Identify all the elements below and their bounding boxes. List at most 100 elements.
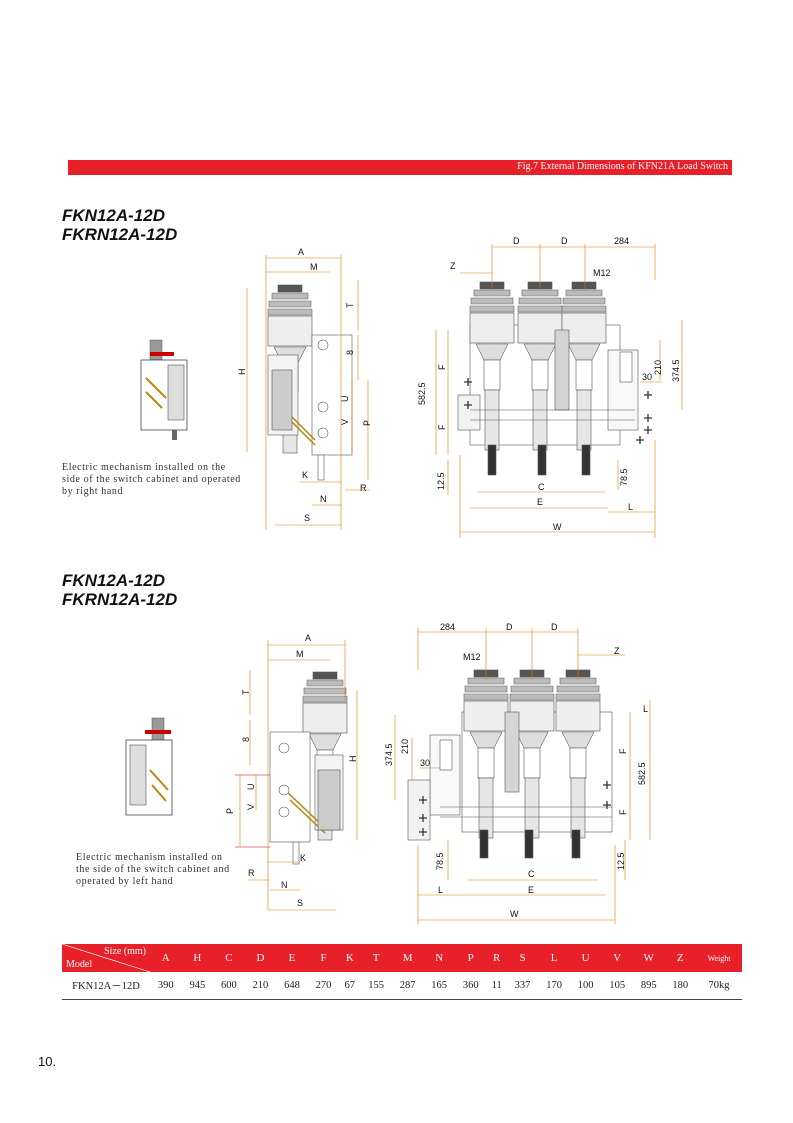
drawing2-front-dim-lines: [394, 628, 651, 924]
dim-M: M: [310, 262, 318, 272]
cell-D: 210: [244, 972, 277, 1000]
dim2-Z: Z: [614, 646, 620, 656]
drawing1-front-labels: D D 284 Z M12 F 582.5 F 210 374.5 30 12.…: [417, 236, 681, 532]
technical-drawings: A M T 8 H U V P K R N S: [125, 236, 683, 924]
col-header-E: E: [276, 944, 308, 972]
dim-S: S: [304, 513, 310, 523]
dim2-K: K: [300, 853, 306, 863]
section1-title: FKN12A-12D FKRN12A-12D: [62, 206, 178, 244]
dim-N: N: [320, 494, 327, 504]
dim-582-5: 582.5: [417, 382, 427, 405]
dim-V: V: [340, 419, 350, 425]
dim-284: 284: [614, 236, 629, 246]
dim-Z: Z: [450, 261, 456, 271]
dim2-E: E: [528, 885, 534, 895]
col-header-S: S: [506, 944, 539, 972]
cell-E: 648: [276, 972, 308, 1000]
dim2-12-5: 12.5: [616, 852, 626, 870]
col-header-M: M: [391, 944, 424, 972]
dim-D2: D: [561, 236, 568, 246]
dim2-L-top: L: [643, 704, 648, 714]
cell-W: 895: [632, 972, 665, 1000]
dim2-N: N: [281, 880, 288, 890]
cell-T: 155: [360, 972, 392, 1000]
col-header-Z: Z: [664, 944, 697, 972]
dim2-210: 210: [400, 739, 410, 754]
drawing1-small-view: [140, 339, 188, 440]
dim-W: W: [553, 522, 562, 532]
cell-M: 287: [391, 972, 424, 1000]
col-header-U: U: [569, 944, 602, 972]
dim2-T: T: [241, 689, 251, 695]
dim2-D2: D: [551, 622, 558, 632]
dim2-582-5: 582.5: [637, 762, 647, 785]
cell-R: 11: [486, 972, 507, 1000]
dim2-M12: M12: [463, 652, 481, 662]
dim2-F1: F: [618, 748, 628, 754]
col-header-K: K: [339, 944, 361, 972]
dim2-A: A: [305, 633, 311, 643]
cell-N: 165: [423, 972, 455, 1000]
col-header-T: T: [360, 944, 392, 972]
dim2-S: S: [297, 898, 303, 908]
drawing2-side-view: [235, 671, 348, 865]
dim-C: C: [538, 482, 545, 492]
dimensions-table: Size (mm) Model A H C D E F K T M N P R …: [62, 944, 742, 1000]
cell-F: 270: [307, 972, 340, 1000]
drawing2-front-labels: 284 D D M12 Z L 374.5 210 30 F 582.5 F 7…: [384, 622, 648, 919]
dim2-374-5: 374.5: [384, 743, 394, 766]
cell-weight: 70kg: [696, 972, 742, 1000]
corner-model-label: Model: [66, 959, 93, 970]
drawing1-front-dim-lines: [435, 244, 683, 538]
col-header-V: V: [601, 944, 633, 972]
dim2-D1: D: [506, 622, 513, 632]
col-header-D: D: [244, 944, 277, 972]
cell-C: 600: [213, 972, 245, 1000]
drawing2-side-labels: A M T 8 H U P V K R N S: [225, 633, 358, 908]
table-corner-cell: Size (mm) Model: [62, 944, 150, 972]
drawing1-side-dim-lines: [246, 255, 370, 530]
dim2-R: R: [248, 868, 255, 878]
dim-F2: F: [437, 424, 447, 430]
col-header-P: P: [454, 944, 487, 972]
dim2-284: 284: [440, 622, 455, 632]
dim2-F2: F: [618, 809, 628, 815]
dim2-W: W: [510, 909, 519, 919]
dim2-M: M: [296, 649, 304, 659]
drawing1-front-view: [457, 281, 639, 476]
dim-374-5: 374.5: [671, 359, 681, 382]
drawing2-front-view: [407, 669, 613, 859]
col-header-A: A: [150, 944, 182, 972]
table-header-row: Size (mm) Model A H C D E F K T M N P R …: [62, 944, 742, 972]
col-header-N: N: [423, 944, 455, 972]
dim2-V: V: [246, 804, 256, 810]
col-header-F: F: [307, 944, 340, 972]
col-header-L: L: [538, 944, 570, 972]
dim2-H: H: [348, 756, 358, 763]
cell-L: 170: [538, 972, 570, 1000]
dim-H: H: [237, 369, 247, 376]
dim-M12: M12: [593, 268, 611, 278]
cell-U: 100: [569, 972, 602, 1000]
col-header-H: H: [181, 944, 214, 972]
dim-K: K: [302, 470, 308, 480]
section2-title: FKN12A-12D FKRN12A-12D: [62, 571, 178, 609]
corner-diagonal: [62, 944, 150, 972]
dim2-C: C: [528, 869, 535, 879]
drawing2-small-view: [125, 717, 173, 816]
dim-F1: F: [437, 364, 447, 370]
dim2-78-5: 78.5: [435, 852, 445, 870]
section2-caption: Electric mechanism installed on the side…: [76, 852, 230, 887]
col-header-weight: Weight: [696, 944, 742, 972]
dim-L: L: [628, 502, 633, 512]
cell-S: 337: [506, 972, 539, 1000]
page-number: 10.: [38, 1054, 57, 1069]
dim2-P: P: [225, 808, 235, 814]
header-bar: Fig.7 External Dimensions of KFN21A Load…: [68, 160, 732, 175]
dim-12-5: 12.5: [436, 472, 446, 490]
dim-30: 30: [642, 372, 652, 382]
cell-K: 67: [339, 972, 361, 1000]
figure-caption: Fig.7 External Dimensions of KFN21A Load…: [517, 161, 728, 172]
cell-A: 390: [150, 972, 182, 1000]
col-header-W: W: [632, 944, 665, 972]
